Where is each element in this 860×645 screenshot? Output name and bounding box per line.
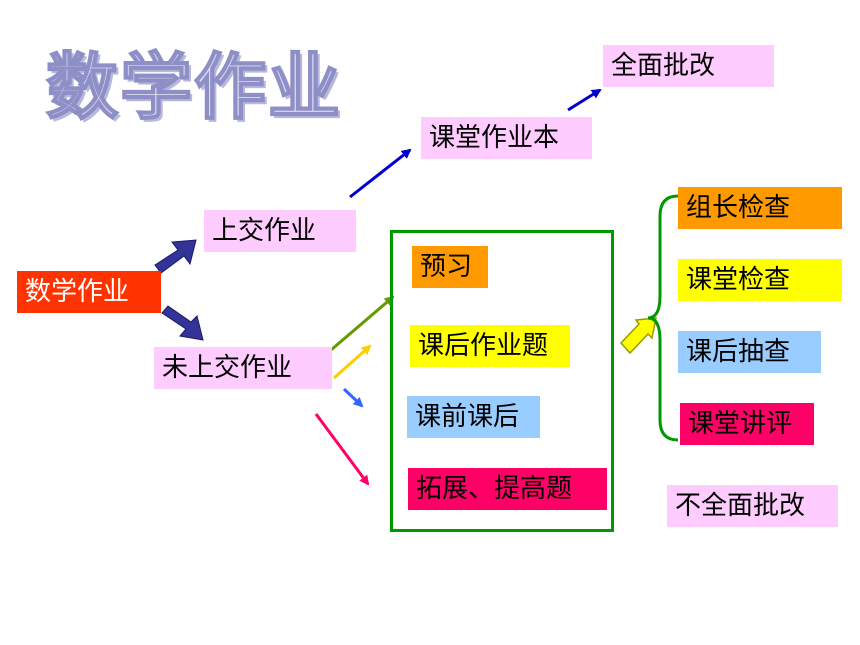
arrow-workbook-to-full-grading	[567, 88, 602, 112]
arrow-submitted-to-workbook	[349, 148, 412, 199]
node-in-class-review: 课堂讲评	[680, 403, 814, 445]
arrow-to-extension	[314, 413, 370, 486]
node-before-after-class: 课前课后	[407, 396, 540, 438]
arrow-to-before-after-class	[342, 387, 364, 408]
node-extension: 拓展、提高题	[408, 468, 607, 510]
node-after-class-spot-check: 课后抽查	[678, 331, 821, 373]
yellow-block-arrow	[619, 317, 657, 355]
block-arrow-up	[154, 239, 197, 274]
arrow-to-after-class-problems	[333, 344, 372, 380]
block-arrow-down	[161, 305, 204, 341]
node-full-grading: 全面批改	[603, 45, 774, 87]
arrow-to-preview	[330, 295, 395, 352]
node-group-leader-check: 组长检查	[678, 187, 842, 229]
node-in-class-check: 课堂检查	[678, 259, 842, 301]
curly-brace	[647, 194, 679, 442]
node-submitted: 上交作业	[204, 210, 356, 252]
node-preview: 预习	[412, 246, 488, 288]
node-class-workbook: 课堂作业本	[421, 117, 592, 159]
node-after-class-problems: 课后作业题	[410, 325, 570, 367]
node-partial-grading: 不全面批改	[667, 485, 838, 527]
page-title: 数学作业	[45, 44, 343, 130]
node-not-submitted: 未上交作业	[154, 347, 332, 389]
not-submitted-group-frame	[390, 230, 614, 532]
node-root: 数学作业	[17, 271, 161, 313]
